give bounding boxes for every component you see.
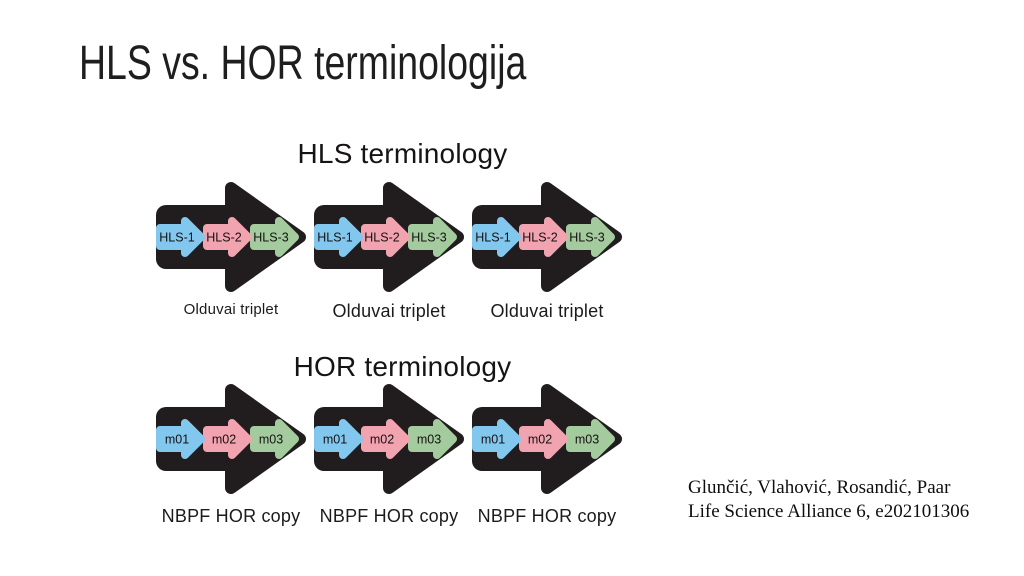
segment-arrow-blue: m01: [314, 419, 363, 459]
unit-label: NBPF HOR copy: [161, 506, 301, 526]
slide-title: HLS vs. HOR terminologija: [79, 37, 527, 90]
segment-arrow-green: HLS-3: [566, 217, 615, 257]
segment-label: HLS-3: [569, 231, 604, 245]
citation: Glunčić, Vlahović, Rosandić, Paar Life S…: [688, 476, 969, 524]
block-arrow-graphic: m03 m02 m01: [472, 384, 622, 494]
segment-arrow-pink: m02: [519, 419, 568, 459]
nbpf-hor-copy-unit: m03 m02 m01 NBPF HOR copy: [468, 380, 626, 527]
segment-label: m02: [370, 433, 394, 447]
segment-label: HLS-3: [253, 231, 288, 245]
segment-arrow-green: HLS-3: [250, 217, 299, 257]
segment-arrow-blue: HLS-1: [472, 217, 521, 257]
hor-section-heading: HOR terminology: [293, 351, 512, 382]
segment-label: HLS-2: [206, 231, 241, 245]
segment-label: m01: [481, 433, 505, 447]
segment-label: m03: [575, 433, 599, 447]
segment-arrow-blue: HLS-1: [314, 217, 363, 257]
hor-arrow-row: m03 m02 m01 NBPF HOR copy m03: [152, 380, 626, 527]
unit-label: NBPF HOR copy: [319, 506, 459, 526]
segment-arrow-pink: HLS-2: [361, 217, 410, 257]
hls-arrow-row: HLS-3 HLS-2 HLS-1 Olduvai triplet: [152, 178, 626, 322]
unit-label: Olduvai triplet: [183, 301, 279, 318]
segment-label: HLS-2: [364, 231, 399, 245]
hls-section-heading: HLS terminology: [297, 138, 508, 169]
segment-label: HLS-3: [411, 231, 446, 245]
block-arrow-graphic: HLS-3 HLS-2 HLS-1: [472, 182, 622, 292]
block-arrow-graphic: m03 m02 m01: [156, 384, 306, 494]
segment-label: m02: [528, 433, 552, 447]
segment-arrow-pink: m02: [203, 419, 252, 459]
segment-label: m01: [165, 433, 189, 447]
block-arrow-graphic: HLS-3 HLS-2 HLS-1: [156, 182, 306, 292]
segment-arrow-pink: HLS-2: [519, 217, 568, 257]
unit-label: NBPF HOR copy: [477, 506, 617, 526]
segment-arrow-pink: m02: [361, 419, 410, 459]
unit-label: Olduvai triplet: [332, 301, 446, 321]
olduvai-triplet-unit: HLS-3 HLS-2 HLS-1 Olduvai triplet: [152, 178, 310, 322]
olduvai-triplet-unit: HLS-3 HLS-2 HLS-1 Olduvai triplet: [310, 178, 468, 322]
segment-arrow-blue: m01: [156, 419, 205, 459]
segment-label: HLS-2: [522, 231, 557, 245]
nbpf-hor-copy-unit: m03 m02 m01 NBPF HOR copy: [152, 380, 310, 527]
segment-arrow-green: HLS-3: [408, 217, 457, 257]
segment-label: HLS-1: [159, 231, 194, 245]
block-arrow-graphic: HLS-3 HLS-2 HLS-1: [314, 182, 464, 292]
nbpf-hor-copy-unit: m03 m02 m01 NBPF HOR copy: [310, 380, 468, 527]
segment-arrow-blue: HLS-1: [156, 217, 205, 257]
segment-arrow-pink: HLS-2: [203, 217, 252, 257]
block-arrow-graphic: m03 m02 m01: [314, 384, 464, 494]
segment-label: HLS-1: [475, 231, 510, 245]
segment-arrow-green: m03: [408, 419, 457, 459]
segment-label: HLS-1: [317, 231, 352, 245]
segment-label: m02: [212, 433, 236, 447]
segment-arrow-green: m03: [566, 419, 615, 459]
segment-arrow-green: m03: [250, 419, 299, 459]
citation-authors: Glunčić, Vlahović, Rosandić, Paar: [688, 477, 951, 498]
unit-label: Olduvai triplet: [490, 301, 604, 321]
segment-label: m03: [417, 433, 441, 447]
segment-arrow-blue: m01: [472, 419, 521, 459]
olduvai-triplet-unit: HLS-3 HLS-2 HLS-1 Olduvai triplet: [468, 178, 626, 322]
citation-journal: Life Science Alliance 6, e202101306: [688, 501, 970, 522]
segment-label: m03: [259, 433, 283, 447]
segment-label: m01: [323, 433, 347, 447]
